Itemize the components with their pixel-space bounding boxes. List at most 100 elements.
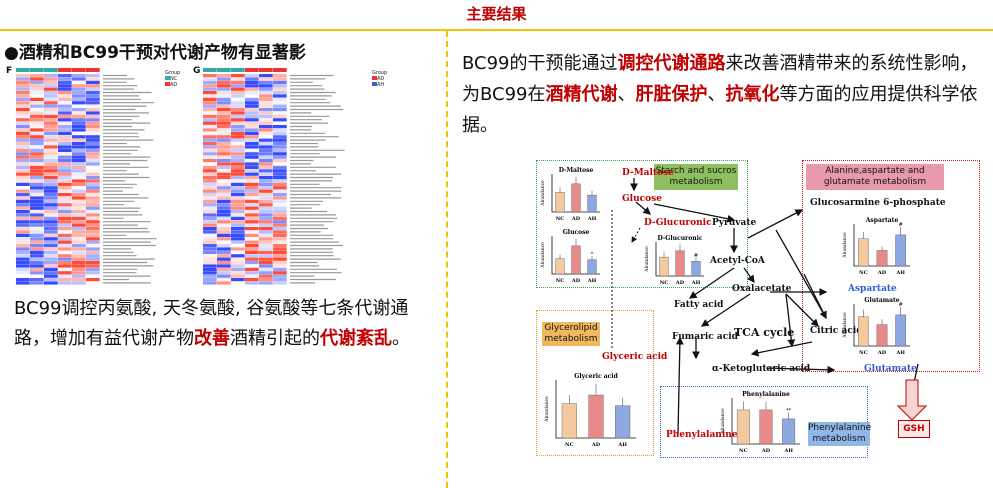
heatmap-cell <box>203 91 217 95</box>
chart-tick-label: NC <box>859 270 868 276</box>
heatmap-cell <box>245 172 259 176</box>
chart-axis <box>555 380 636 439</box>
heatmap-cell <box>44 145 58 149</box>
heatmap-cell <box>217 111 231 115</box>
heatmap-cell <box>58 101 72 105</box>
heatmap-cell <box>86 114 100 118</box>
heatmap-cell <box>259 223 273 227</box>
node-pyruvate: Pyruvate <box>712 218 757 228</box>
heatmap-cell <box>86 199 100 203</box>
heatmap-cell <box>86 257 100 261</box>
heatmap-cell <box>58 80 72 84</box>
heatmap-cell <box>72 261 86 265</box>
heatmap-cell <box>231 165 245 169</box>
heatmap-cell <box>86 281 100 285</box>
heatmap-group-cell <box>16 68 30 72</box>
heatmap-cell <box>44 152 58 156</box>
heatmap-cell <box>273 257 287 261</box>
heatmap-cell <box>44 250 58 254</box>
heatmap-cell <box>217 257 231 261</box>
heatmap-cell <box>58 159 72 163</box>
heatmap-cell <box>231 254 245 258</box>
heatmap-cell <box>231 145 245 149</box>
heatmap-cell <box>72 159 86 163</box>
heatmap-cell <box>203 128 217 132</box>
heatmap-cell <box>231 261 245 265</box>
chart-bar <box>555 258 565 275</box>
heatmap-cell <box>273 271 287 275</box>
heatmap-cell <box>44 203 58 207</box>
column-divider <box>446 31 448 488</box>
heatmap-cell <box>273 210 287 214</box>
chart-tick-label: AH <box>895 270 905 276</box>
heatmap-cell <box>58 233 72 237</box>
heatmap-cell <box>231 257 245 261</box>
heatmap-cell <box>86 220 100 224</box>
heatmap-cell <box>203 278 217 282</box>
heatmap-cell <box>203 199 217 203</box>
heatmap-cell <box>231 138 245 142</box>
heatmap-cell <box>273 223 287 227</box>
heatmap-cell <box>58 118 72 122</box>
heatmap-cell <box>259 125 273 129</box>
heatmap-cell <box>86 121 100 125</box>
chart-bar <box>588 394 604 439</box>
heatmap-cell <box>217 254 231 258</box>
heatmap-cell <box>203 206 217 210</box>
heatmap-cell <box>231 264 245 268</box>
heatmap-cell <box>30 108 44 112</box>
chart-bar <box>587 259 597 275</box>
heatmap-cell <box>16 206 30 210</box>
heatmap-cell <box>44 189 58 193</box>
heatmap-cell <box>217 77 231 81</box>
heatmap-cell <box>203 237 217 241</box>
heatmap-cell <box>259 199 273 203</box>
heatmap-cell <box>217 138 231 142</box>
heatmap-cell <box>72 138 86 142</box>
chart-title: D-Maltose <box>559 167 594 174</box>
heatmap-cell <box>259 135 273 139</box>
heatmap-cell <box>86 240 100 244</box>
heatmap-cell <box>86 247 100 251</box>
heatmap-f-legend: Group NC AD <box>165 70 180 88</box>
bullet-icon: ● <box>4 43 19 63</box>
heatmap-cell <box>203 159 217 163</box>
heatmap-cell <box>217 233 231 237</box>
heatmap-cell <box>273 261 287 265</box>
heatmap-cell <box>231 172 245 176</box>
heatmap-cell <box>72 274 86 278</box>
heatmap-cell <box>231 131 245 135</box>
heatmap-cell <box>58 250 72 254</box>
heatmap-cell <box>259 165 273 169</box>
heatmap-cell <box>245 186 259 190</box>
heatmap-cell <box>245 94 259 98</box>
heatmap-cell <box>58 121 72 125</box>
heatmap-cell <box>217 94 231 98</box>
heatmap-cell <box>86 193 100 197</box>
heatmap-cell <box>259 179 273 183</box>
heatmap-cell <box>86 84 100 88</box>
heatmap-cell <box>30 244 44 248</box>
heatmap-cell <box>30 152 44 156</box>
heatmap-cell <box>217 155 231 159</box>
heatmap-cell <box>44 254 58 258</box>
heatmap-cell <box>273 213 287 217</box>
chart-bar <box>858 316 869 347</box>
heatmap-cell <box>58 84 72 88</box>
heatmap-cell <box>273 220 287 224</box>
heatmap-cell <box>245 182 259 186</box>
heatmap-cell <box>72 135 86 139</box>
heatmap-cell <box>231 135 245 139</box>
heatmap-cell <box>217 210 231 214</box>
heatmap-cell <box>245 267 259 271</box>
chart-axis <box>853 224 910 267</box>
heatmap-cell <box>217 176 231 180</box>
heatmap-cell <box>217 74 231 78</box>
heatmap-cell <box>30 77 44 81</box>
heatmap-cell <box>203 203 217 207</box>
heatmap-cell <box>30 94 44 98</box>
heatmap-cell <box>86 182 100 186</box>
heatmap-cell <box>203 176 217 180</box>
heatmap-cell <box>231 176 245 180</box>
